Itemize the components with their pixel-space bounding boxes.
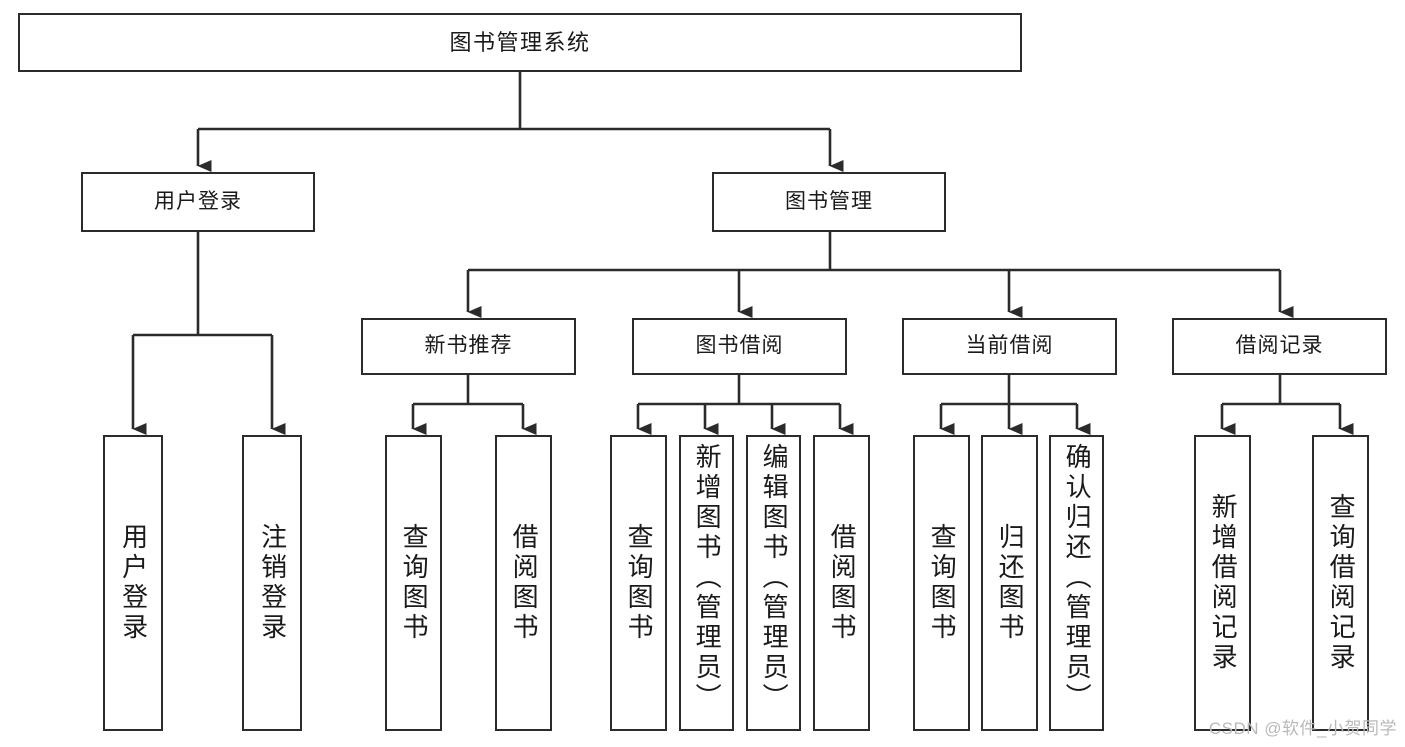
node-user-login-label: 用户登录 xyxy=(154,189,242,213)
node-root-label: 图书管理系统 xyxy=(449,29,591,55)
node-book-manage-label: 图书管理 xyxy=(785,189,873,213)
node-leaf-query-book-3-label: 查询图书 xyxy=(927,523,958,643)
node-leaf-user-login-label: 用户登录 xyxy=(118,523,149,643)
node-leaf-confirm-return-label: 确认归还（管理员） xyxy=(1062,443,1093,713)
node-leaf-edit-book-label: 编辑图书（管理员） xyxy=(759,443,790,713)
node-leaf-add-book-label: 新增图书（管理员） xyxy=(692,443,723,713)
node-leaf-logout-label: 注销登录 xyxy=(257,523,288,643)
node-leaf-edit-book[interactable]: 编辑图书（管理员） xyxy=(746,435,801,731)
node-leaf-add-record-label: 新增借阅记录 xyxy=(1208,493,1239,673)
node-leaf-borrow-book-2[interactable]: 借阅图书 xyxy=(813,435,870,731)
node-leaf-borrow-book-1-label: 借阅图书 xyxy=(509,523,540,643)
node-leaf-user-login[interactable]: 用户登录 xyxy=(103,435,163,731)
node-current-borrow-label: 当前借阅 xyxy=(965,334,1054,358)
node-book-borrow[interactable]: 图书借阅 xyxy=(632,318,847,375)
node-leaf-add-record[interactable]: 新增借阅记录 xyxy=(1194,435,1251,731)
node-leaf-return-book-label: 归还图书 xyxy=(995,523,1026,643)
node-leaf-query-book-1-label: 查询图书 xyxy=(399,523,430,643)
node-book-borrow-label: 图书借阅 xyxy=(695,334,784,358)
node-leaf-query-record-label: 查询借阅记录 xyxy=(1326,493,1357,673)
node-leaf-return-book[interactable]: 归还图书 xyxy=(981,435,1038,731)
node-leaf-borrow-book-1[interactable]: 借阅图书 xyxy=(495,435,552,731)
node-leaf-query-record[interactable]: 查询借阅记录 xyxy=(1312,435,1369,731)
node-root[interactable]: 图书管理系统 xyxy=(18,13,1022,72)
node-borrow-record-label: 借阅记录 xyxy=(1235,334,1324,358)
node-leaf-logout[interactable]: 注销登录 xyxy=(242,435,302,731)
node-book-manage[interactable]: 图书管理 xyxy=(712,172,946,232)
node-leaf-query-book-2-label: 查询图书 xyxy=(624,523,655,643)
node-leaf-query-book-2[interactable]: 查询图书 xyxy=(610,435,667,731)
node-borrow-record[interactable]: 借阅记录 xyxy=(1172,318,1387,375)
node-leaf-query-book-3[interactable]: 查询图书 xyxy=(913,435,970,731)
node-leaf-add-book[interactable]: 新增图书（管理员） xyxy=(679,435,734,731)
watermark: CSDN @软件_小贺同学 xyxy=(1208,719,1397,738)
node-leaf-borrow-book-2-label: 借阅图书 xyxy=(827,523,858,643)
node-user-login[interactable]: 用户登录 xyxy=(81,172,315,232)
node-leaf-query-book-1[interactable]: 查询图书 xyxy=(385,435,442,731)
node-new-book-rec-label: 新书推荐 xyxy=(424,334,513,358)
node-new-book-rec[interactable]: 新书推荐 xyxy=(361,318,576,375)
node-current-borrow[interactable]: 当前借阅 xyxy=(902,318,1117,375)
node-leaf-confirm-return[interactable]: 确认归还（管理员） xyxy=(1049,435,1104,731)
